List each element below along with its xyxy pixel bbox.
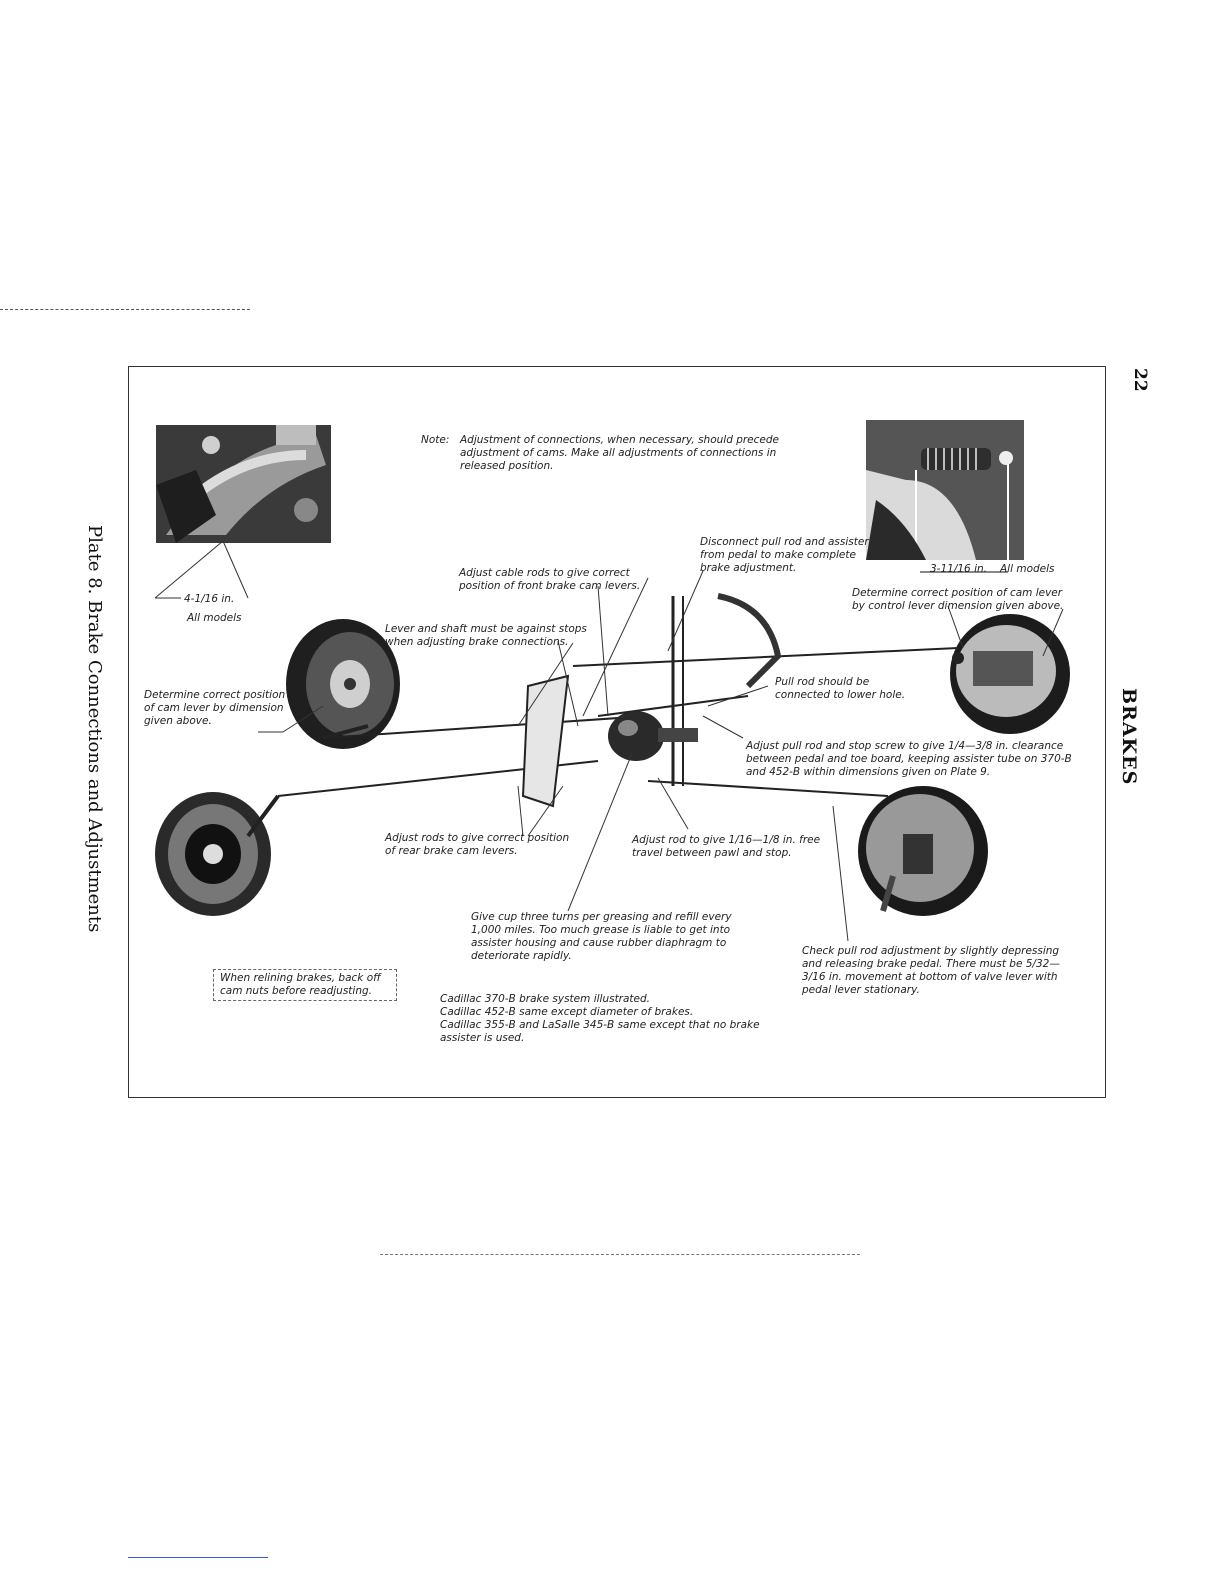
label-adjust-rod-pawl: Adjust rod to give 1/16—1/8 in. free tra… [632,834,821,859]
label-adjust-pull-rod-stop-screw: Adjust pull rod and stop screw to give 1… [746,740,1072,778]
label-determine-cam-lever-control: Determine correct position of cam lever … [852,587,1064,612]
label-determine-cam-lever-dimension: Determine correct position of cam lever … [144,689,286,727]
left-photo-illustration [156,425,331,543]
label-adjust-cable-rods: Adjust cable rods to give correct positi… [459,567,641,592]
section-title: BRAKES [1118,688,1140,786]
label-adjust-rods-rear: Adjust rods to give correct position of … [385,832,570,857]
note-text: Adjustment of connections, when necessar… [460,434,779,472]
plate-title: Plate 8. Brake Connections and Adjustmen… [84,525,105,933]
label-give-cup-turns: Give cup three turns per greasing and re… [471,911,732,962]
diagram-frame [128,366,1106,1098]
label-pull-rod-lower-hole: Pull rod should be connected to lower ho… [775,676,906,701]
brake-system-illustration [154,540,1070,942]
note-label: Note: [421,434,450,446]
right-photo-models: All models [1000,563,1055,575]
left-photo [156,425,331,543]
caption-line: Cadillac 370-B brake system illustrated. [440,993,651,1005]
page-number: 22 [1130,368,1150,392]
label-lever-shaft-stops: Lever and shaft must be against stops wh… [385,623,587,648]
front-left-brake-drum [286,619,400,749]
rear-left-brake-drum [155,792,271,916]
brake-assister [608,711,698,761]
front-right-brake-drum [950,614,1070,734]
top-dashed-rule [0,309,250,310]
right-photo-illustration [866,420,1024,560]
caption-line: Cadillac 452-B same except diameter of b… [440,1006,694,1018]
left-photo-dimension: 4-1/16 in. [184,593,235,605]
footer-link-line [128,1557,268,1558]
callout-leader-lines [154,540,1064,942]
rear-right-brake-drum [858,786,988,916]
caption-line: Cadillac 355-B and LaSalle 345-B same ex… [440,1019,760,1044]
caption: Cadillac 370-B brake system illustrated.… [440,993,800,1045]
right-photo-dimension: 3-11/16 in. [930,563,987,575]
linkage-rods [246,593,959,838]
bottom-dashed-rule [380,1254,860,1255]
right-photo [866,420,1024,560]
label-relining-brakes: When relining brakes, back off cam nuts … [213,969,397,1001]
label-disconnect-pull-rod: Disconnect pull rod and assister from pe… [700,536,869,574]
label-check-pull-rod: Check pull rod adjustment by slightly de… [802,945,1060,996]
left-photo-models: All models [187,612,242,624]
